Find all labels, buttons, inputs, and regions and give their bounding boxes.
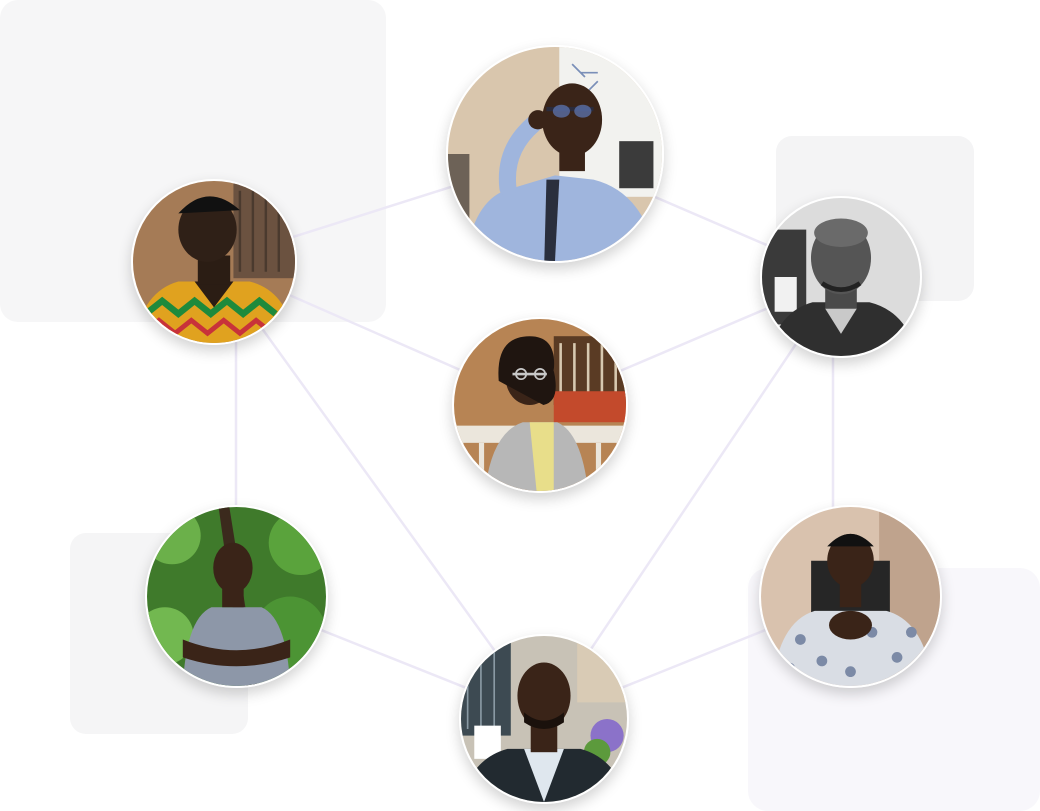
connection-line — [212, 261, 546, 720]
member-avatar-bottom-left — [145, 505, 328, 688]
avatar-photo — [761, 507, 940, 686]
member-avatar-left — [131, 179, 297, 345]
member-avatar-right — [760, 196, 922, 358]
avatar-photo — [762, 198, 920, 356]
avatar-photo — [448, 47, 662, 261]
member-avatar-bottom — [459, 634, 629, 804]
member-avatar-top — [446, 45, 664, 263]
avatar-photo — [133, 181, 295, 343]
avatar-photo — [461, 636, 627, 802]
member-avatar-bottom-right — [759, 505, 942, 688]
avatar-photo — [147, 507, 326, 686]
member-avatar-center — [452, 317, 628, 493]
connection-line — [542, 276, 843, 720]
avatar-photo — [454, 319, 626, 491]
